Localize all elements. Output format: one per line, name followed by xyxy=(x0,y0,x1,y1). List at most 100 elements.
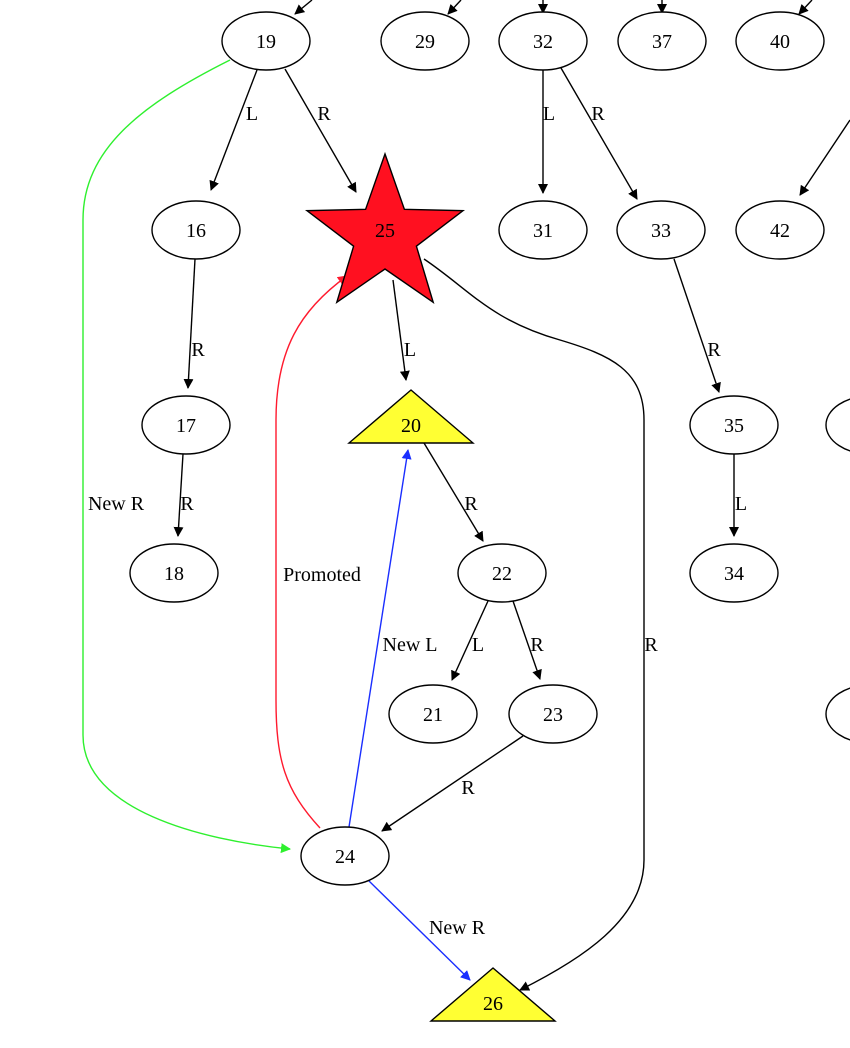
edge-label-25-26: R xyxy=(644,634,658,656)
ellipse-shape xyxy=(498,11,588,71)
node-20: 20 xyxy=(347,389,475,444)
ellipse-shape xyxy=(300,826,390,886)
edge-17-18 xyxy=(173,453,184,537)
edge-label-22-21: L xyxy=(472,634,484,656)
edge-label-32-33: R xyxy=(591,103,605,125)
node-23: 23 xyxy=(508,684,598,744)
ellipse-shape xyxy=(616,200,706,260)
node-32: 32 xyxy=(498,11,588,71)
edge-19-25 xyxy=(284,68,357,193)
edges-layer xyxy=(82,0,850,991)
edge-label-17-18: R xyxy=(180,493,194,515)
edge-32-33 xyxy=(560,67,638,200)
node-17: 17 xyxy=(141,395,231,455)
node-29: 29 xyxy=(380,11,470,71)
node-label: 25 xyxy=(375,220,395,242)
star-shape xyxy=(304,151,466,305)
node-label: 32 xyxy=(533,31,553,53)
node-label: 24 xyxy=(335,846,355,868)
triangle-shape xyxy=(347,389,475,444)
edge-offscreen-29 xyxy=(447,0,462,15)
edge-25-26 xyxy=(423,258,645,991)
node-33: 33 xyxy=(616,200,706,260)
edge-label-19-24: New R xyxy=(88,493,145,515)
node-label: 42 xyxy=(770,220,790,242)
edge-24-20 xyxy=(348,449,412,828)
edge-offscreen-40 xyxy=(798,0,813,15)
ellipse-shape xyxy=(689,395,779,455)
node-label: 26 xyxy=(483,993,503,1015)
edge-22-23 xyxy=(512,600,542,680)
node-label: 35 xyxy=(724,415,744,437)
node-37: 37 xyxy=(617,11,707,71)
node-26: 26 xyxy=(429,967,557,1022)
ellipse-shape xyxy=(617,11,707,71)
edge-label-16-17: R xyxy=(191,339,205,361)
edge-offscreen-19 xyxy=(294,0,313,15)
node-label: 37 xyxy=(652,31,672,53)
edge-19-24 xyxy=(82,59,291,854)
ellipse-shape xyxy=(735,200,825,260)
node-label: 33 xyxy=(651,220,671,242)
edge-label-25-20: L xyxy=(404,339,416,361)
edge-24-26 xyxy=(368,880,471,981)
edge-label-35-34: L xyxy=(735,493,747,515)
node-35: 35 xyxy=(689,395,779,455)
edge-33-35 xyxy=(673,258,721,393)
ellipse-shape xyxy=(735,11,825,71)
edge-offscreen-42 xyxy=(799,119,850,196)
node-label: 18 xyxy=(164,563,184,585)
node-16: 16 xyxy=(151,200,241,260)
node-label: 20 xyxy=(401,415,421,437)
edge-20-22 xyxy=(423,442,484,542)
edge-24-25 xyxy=(275,275,348,829)
ellipse-shape xyxy=(380,11,470,71)
node-label: 23 xyxy=(543,704,563,726)
edge-label-24-26: New R xyxy=(429,917,486,939)
node-label: 29 xyxy=(415,31,435,53)
node-25: 25 xyxy=(304,151,466,305)
node-label: 22 xyxy=(492,563,512,585)
ellipse-shape xyxy=(151,200,241,260)
node-label: 31 xyxy=(533,220,553,242)
ellipse-shape xyxy=(508,684,598,744)
nodes-layer: 19 29 32 37 40 16 25 31 33 42 17 20 35 18 22 34 21 23 24 26 xyxy=(129,11,850,1022)
edge-label-24-20: New L xyxy=(383,634,438,656)
node-24: 24 xyxy=(300,826,390,886)
ellipse-shape xyxy=(457,543,547,603)
node-offscreen-right-2 xyxy=(825,687,850,741)
node-label: 19 xyxy=(256,31,276,53)
node-42: 42 xyxy=(735,200,825,260)
node-18: 18 xyxy=(129,543,219,603)
edge-label-33-35: R xyxy=(707,339,721,361)
edge-label-19-25: R xyxy=(317,103,331,125)
triangle-shape xyxy=(429,967,557,1022)
ellipse-shape xyxy=(498,200,588,260)
edge-16-17 xyxy=(183,258,196,389)
node-label: 16 xyxy=(186,220,206,242)
edge-22-21 xyxy=(451,600,489,681)
edge-label-19-16: L xyxy=(246,103,258,125)
node-offscreen-right-1 xyxy=(825,398,850,452)
ellipse-shape xyxy=(141,395,231,455)
node-21: 21 xyxy=(388,684,478,744)
edge-25-20 xyxy=(392,279,410,381)
edge-label-23-24: R xyxy=(461,777,475,799)
node-label: 40 xyxy=(770,31,790,53)
ellipse-shape xyxy=(388,684,478,744)
node-34: 34 xyxy=(689,543,779,603)
ellipse-shape xyxy=(129,543,219,603)
node-label: 34 xyxy=(724,563,744,585)
edge-label-24-25: Promoted xyxy=(283,564,361,586)
node-40: 40 xyxy=(735,11,825,71)
ellipse-shape xyxy=(689,543,779,603)
node-31: 31 xyxy=(498,200,588,260)
edge-23-24 xyxy=(381,735,524,832)
node-19: 19 xyxy=(221,11,311,71)
edge-label-32-31: L xyxy=(543,103,555,125)
edge-label-20-22: R xyxy=(464,493,478,515)
edge-19-16 xyxy=(209,69,258,191)
node-22: 22 xyxy=(457,543,547,603)
